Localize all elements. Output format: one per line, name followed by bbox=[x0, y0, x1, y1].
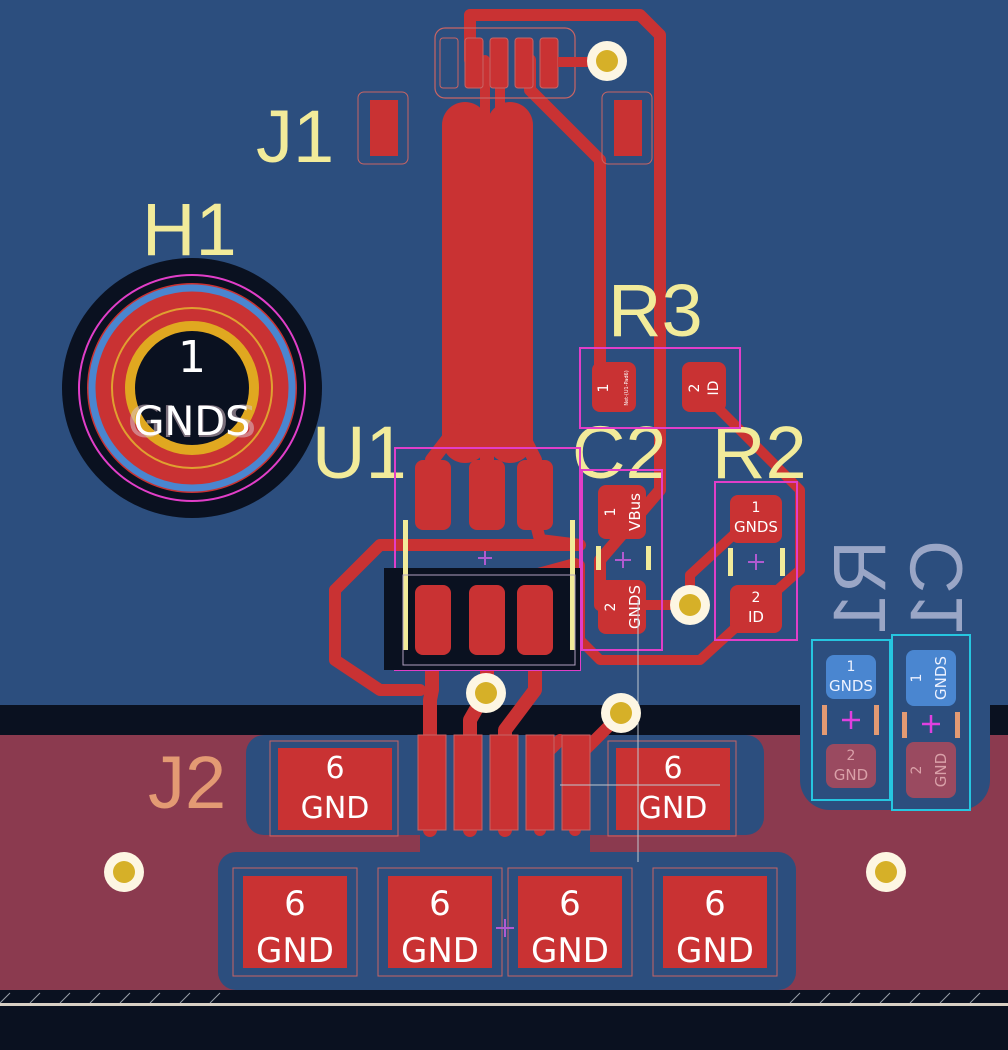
resistor-r2[interactable]: 1 GNDS 2 ID bbox=[714, 481, 798, 641]
r3-pad2-number: 2 bbox=[687, 384, 703, 393]
j2-pad-a-net: GND bbox=[301, 791, 370, 826]
r3-pad2-net: ID bbox=[706, 381, 722, 396]
r2-pad2-net: ID bbox=[748, 608, 764, 626]
ref-h1: H1 bbox=[142, 188, 237, 271]
via bbox=[104, 852, 144, 892]
mounting-hole-h1[interactable]: 1 GNDS GNDS bbox=[62, 258, 322, 518]
c2-pad2-net: GNDS bbox=[626, 585, 644, 629]
ref-j1: J1 bbox=[256, 95, 334, 178]
connector-j2[interactable]: 6 GND 6 GND 6 GND 6 GND 6 GND 6 GND bbox=[232, 600, 778, 977]
via bbox=[866, 852, 906, 892]
j2-pad-d-number: 6 bbox=[429, 884, 451, 924]
via bbox=[587, 41, 627, 81]
via bbox=[466, 673, 506, 713]
r3-pad1-net: Net-(U1-Pad6) bbox=[624, 370, 630, 405]
j2-pad-e-net: GND bbox=[531, 931, 609, 971]
j2-pad-a-number: 6 bbox=[325, 751, 344, 786]
c1-pad2-number: 2 bbox=[909, 766, 925, 775]
resistor-r3[interactable]: 1 Net-(U1-Pad6) 2 ID bbox=[579, 347, 741, 429]
r2-pad1-net: GNDS bbox=[734, 518, 778, 536]
j2-pad-f-net: GND bbox=[676, 931, 754, 971]
h1-pad-net: GNDS bbox=[133, 399, 250, 445]
connector-j1[interactable] bbox=[357, 27, 653, 165]
ref-r2: R2 bbox=[712, 411, 807, 494]
c2-pad2-number: 2 bbox=[603, 603, 619, 612]
board-edge bbox=[0, 1003, 1008, 1006]
ic-u1[interactable] bbox=[384, 447, 581, 671]
r3-pad1-number: 1 bbox=[596, 384, 612, 393]
c1-pad1-net: GNDS bbox=[932, 656, 950, 700]
j2-pad-b-number: 6 bbox=[663, 751, 682, 786]
via bbox=[601, 693, 641, 733]
c2-pad1-number: 1 bbox=[603, 508, 619, 517]
via bbox=[670, 585, 710, 625]
ref-r3: R3 bbox=[608, 269, 703, 352]
j2-pad-b-net: GND bbox=[639, 791, 708, 826]
ref-c1: C1 bbox=[895, 540, 978, 635]
vias bbox=[104, 41, 906, 892]
edge-hatch bbox=[0, 992, 981, 1004]
ref-u1: U1 bbox=[312, 411, 407, 494]
c2-pad1-net: VBus bbox=[626, 493, 644, 531]
back-refs: R1 C1 bbox=[818, 540, 978, 635]
j2-pad-f-number: 6 bbox=[704, 884, 726, 924]
r2-pad2-number: 2 bbox=[752, 590, 761, 606]
j2-pad-d-net: GND bbox=[401, 931, 479, 971]
c1-pad2-net: GND bbox=[932, 753, 950, 787]
r2-pad1-number: 1 bbox=[752, 500, 761, 516]
h1-ghost-net: GNDS bbox=[128, 397, 257, 448]
r1-pad1-net: GNDS bbox=[829, 677, 873, 695]
ref-r1: R1 bbox=[818, 540, 901, 635]
r1-pad2-number: 2 bbox=[847, 748, 856, 764]
capacitor-c1-back[interactable]: 1 GNDS 2 GND bbox=[891, 634, 971, 811]
resistor-r1-back[interactable]: 1 GNDS 2 GND bbox=[811, 639, 891, 801]
c1-pad1-number: 1 bbox=[909, 674, 925, 683]
j2-pad-c-net: GND bbox=[256, 931, 334, 971]
ref-c2: C2 bbox=[572, 411, 667, 494]
h1-pad-number: 1 bbox=[178, 332, 206, 383]
r1-pad2-net: GND bbox=[834, 766, 868, 784]
j2-pad-e-number: 6 bbox=[559, 884, 581, 924]
j2-pad-c-number: 6 bbox=[284, 884, 306, 924]
capacitor-c2[interactable]: 1 VBus 2 GNDS bbox=[581, 469, 663, 651]
r1-pad1-number: 1 bbox=[847, 659, 856, 675]
ref-j2: J2 bbox=[148, 741, 226, 824]
